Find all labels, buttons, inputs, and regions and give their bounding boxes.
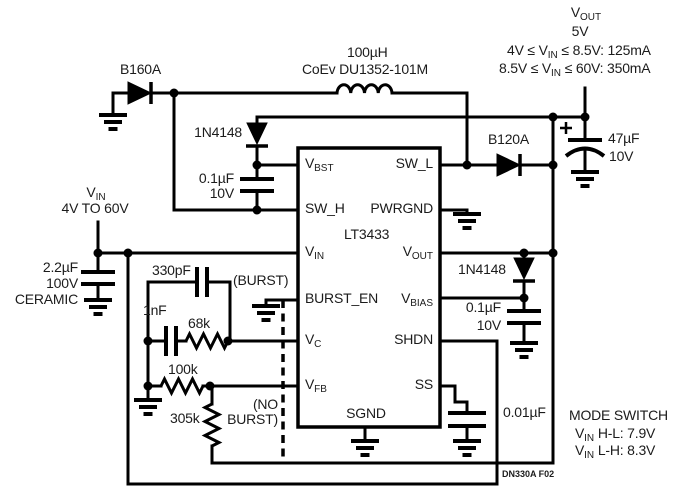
inductor-value-label: 100µH [347,44,388,60]
output-diode-label: B120A [488,131,530,147]
comp-resistor-label: 68k [188,315,210,331]
ground-icon [451,212,483,230]
swh-wire [172,91,300,212]
capacitors [81,138,606,428]
ss-wire [438,384,469,415]
mode-switch-hl: VIN H-L: 7.9V [575,425,656,444]
input-cap-value-label: 2.2µF [42,259,78,275]
vin-terminal-label: VIN [86,184,106,203]
catch-diode-anode-wire [111,91,130,117]
comp-cap-parallel-symbol [195,267,209,297]
boost-cap-rating-label: 10V [209,185,235,201]
comp-cap-parallel-leads [146,280,232,343]
output-diode-symbol [496,153,522,177]
output-cap-value-label: 47µF [608,130,640,146]
vout-terminal-stub [551,86,587,119]
ic-part-number: LT3433 [344,226,390,242]
boost-cap-value-label: 0.1µF [198,170,234,186]
ground-icon [349,439,381,457]
pin-vout: VOUT [402,243,433,262]
vout-voltage-label: 5V [571,23,589,39]
ground-icon [508,341,540,359]
fb-upper-resistor-label: 305k [170,410,200,426]
comp-cap-parallel-label: 330pF [152,262,191,278]
boost-diode-label: 1N4148 [194,124,242,140]
diodes [127,81,535,283]
input-cap-symbol [81,270,115,286]
pin-vbias: VBIAS [401,290,433,309]
ground-icon [569,170,601,188]
vout-terminal-label: VOUT [570,4,602,23]
ground-icon [250,304,282,322]
comp-cap-series-label: 1nF [143,302,167,318]
output-cap-rating-label: 10V [609,148,634,164]
no-burst-option-line1: (NO [252,396,278,412]
inductor-symbol [335,83,394,94]
pin-vin: VIN [305,243,325,262]
mode-switch-lh: VIN L-H: 8.3V [575,442,656,461]
fb-lower-resistor-label: 100k [168,361,198,377]
no-burst-option-line2: BURST) [227,411,278,427]
ic-body [296,146,442,429]
ground-icon [132,398,164,416]
vin-range-label: 4V TO 60V [61,200,129,216]
pin-shdn: SHDN [394,331,433,347]
pin-ss: SS [414,376,433,392]
input-cap-rating-label: 100V [46,275,78,291]
bias-cap-rating-label: 10V [476,317,502,333]
output-spec-high-label: 8.5V ≤ VIN ≤ 60V: 350mA [499,60,651,79]
pin-sgnd: SGND [346,405,386,421]
pin-vfb: VFB [305,376,327,395]
mode-switch-title: MODE SWITCH [569,407,668,423]
pin-burst-en: BURST_EN [305,290,379,306]
output-spec-low-label: 4V ≤ VIN ≤ 8.5V: 125mA [507,42,651,61]
ground-icon [82,298,114,316]
pin-swl: SW_L [395,155,434,171]
pin-vc: VC [305,331,322,350]
bias-cap-symbol [507,309,541,325]
catch-diode-label: B160A [120,61,162,77]
pin-vbst: VBST [305,155,334,174]
ground-icon [451,439,483,457]
catch-diode-symbol [127,81,153,105]
pin-pwrgnd: PWRGND [370,200,433,216]
figure-id-label: DN330A F02 [502,469,555,479]
bias-diode-symbol [513,257,535,281]
pin-swh: SW_H [305,200,345,216]
comp-cap-series-symbol [164,326,178,356]
bias-diode-label: 1N4148 [458,261,506,277]
boost-cap-symbol [240,177,274,193]
vin-to-shdn-wire [126,251,499,486]
junction-dots [93,88,590,391]
output-cap-curved-plate [564,146,606,158]
ground-icon [97,113,129,131]
fb-lower-resistor-symbol [159,375,205,397]
fb-upper-resistor-symbol [201,402,223,448]
burst-option-label: (BURST) [233,272,289,288]
ss-cap-value-label: 0.01µF [503,404,546,420]
resistors [159,330,230,448]
comp-resistor-symbol [184,330,230,352]
input-cap-type-label: CERAMIC [14,291,78,307]
output-cap-plus-icon [560,122,572,134]
bias-cap-value-label: 0.1µF [465,299,501,315]
inductor-part-label: CoEv DU1352-101M [302,61,428,77]
boost-diode-symbol [246,122,268,146]
top-rail-wire [172,91,469,167]
ss-cap-symbol [448,411,486,428]
